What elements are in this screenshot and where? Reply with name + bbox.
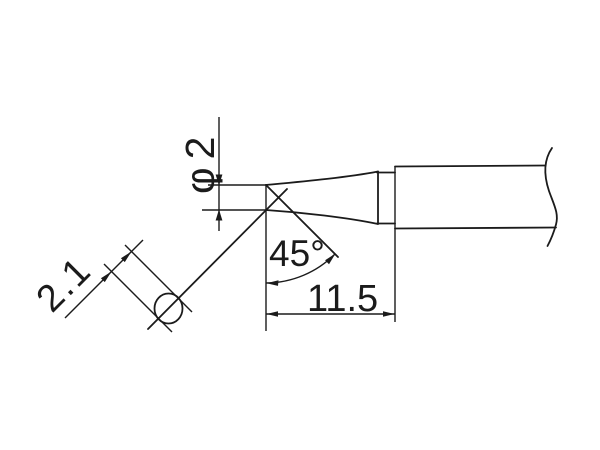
- length-arrow-right: [383, 311, 395, 317]
- diameter-arrow-down: [215, 174, 223, 186]
- face-width-extension-upper: [124, 244, 193, 313]
- cone-bottom-profile: [265, 209, 379, 225]
- label-tip-length: 11.5: [307, 278, 378, 320]
- bevel-axis-line: [147, 188, 288, 330]
- tip-outline-group: [147, 147, 558, 330]
- arrowheads-group: [100, 174, 395, 317]
- shaft-bottom-edge: [394, 226, 557, 230]
- face-width-arrow-outer: [100, 271, 112, 283]
- cone-top-profile: [265, 170, 379, 186]
- angle-arrow-right: [325, 253, 336, 265]
- break-line: [544, 147, 558, 247]
- bevel-face-circle: [153, 292, 184, 325]
- face-width-extension-lower: [103, 263, 173, 333]
- label-tip-diameter: φ2: [177, 129, 223, 194]
- diameter-arrow-up: [215, 209, 223, 221]
- face-width-arrow-inner: [120, 251, 132, 263]
- length-arrow-left: [266, 311, 278, 317]
- angle-arrow-left: [266, 280, 279, 286]
- shaft-top-edge: [394, 164, 546, 168]
- label-bevel-angle: 45°: [269, 233, 325, 274]
